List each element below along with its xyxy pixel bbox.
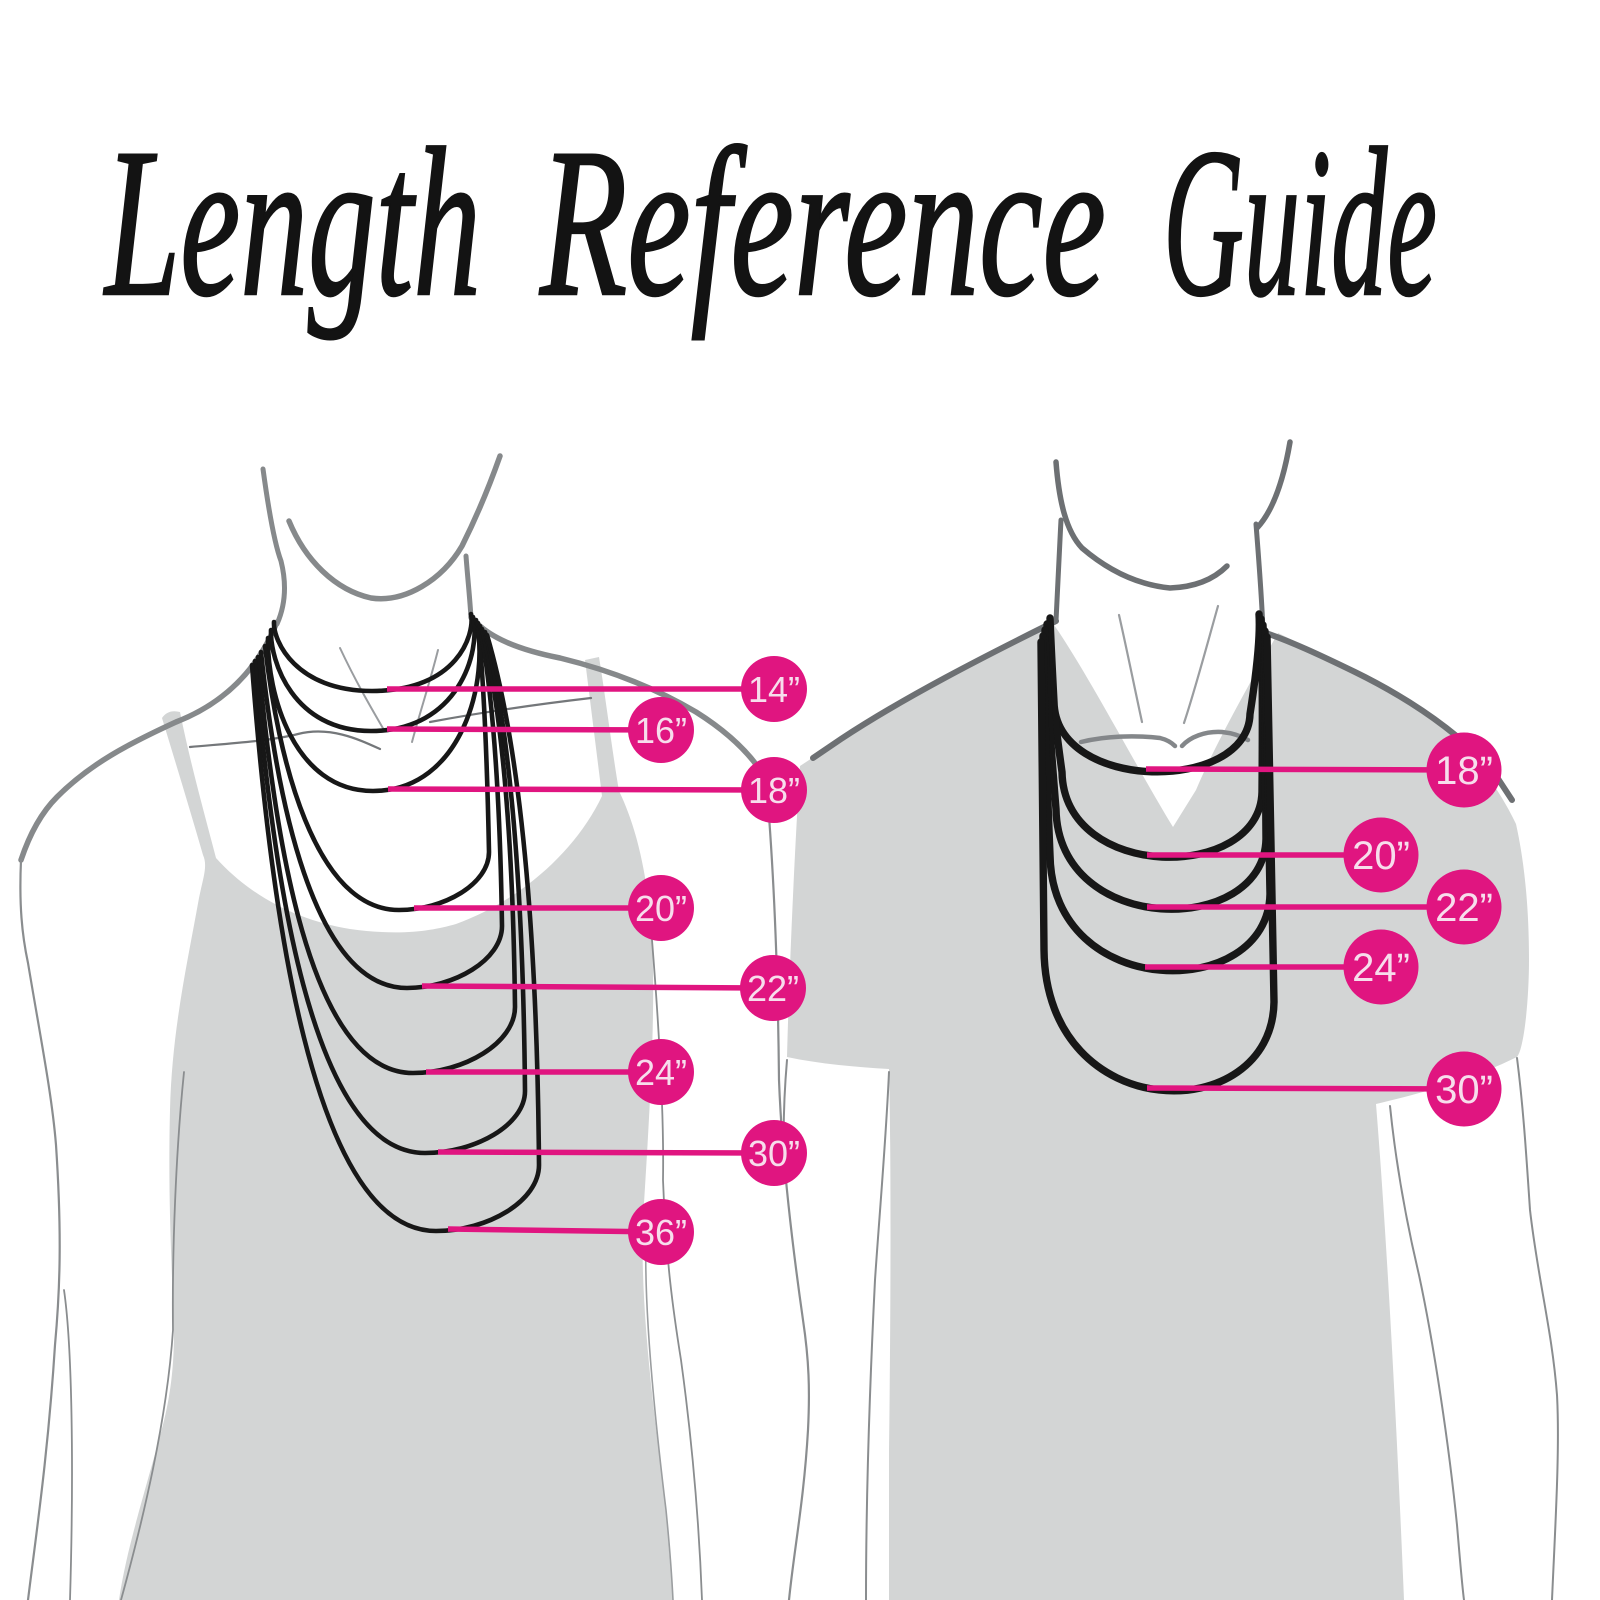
svg-text:30”: 30” bbox=[1435, 1068, 1493, 1112]
svg-text:22”: 22” bbox=[1435, 886, 1493, 930]
svg-text:14”: 14” bbox=[748, 669, 800, 710]
svg-text:Guide: Guide bbox=[1163, 105, 1437, 340]
svg-text:Length: Length bbox=[103, 105, 481, 340]
svg-text:24”: 24” bbox=[635, 1052, 687, 1093]
svg-text:18”: 18” bbox=[748, 770, 800, 811]
svg-text:20”: 20” bbox=[635, 888, 687, 929]
svg-text:22”: 22” bbox=[747, 968, 799, 1009]
svg-text:20”: 20” bbox=[1352, 834, 1410, 878]
svg-text:30”: 30” bbox=[748, 1133, 800, 1174]
svg-text:36”: 36” bbox=[635, 1212, 687, 1253]
svg-text:24”: 24” bbox=[1352, 946, 1410, 990]
svg-text:18”: 18” bbox=[1435, 749, 1493, 793]
svg-text:16”: 16” bbox=[635, 710, 687, 751]
svg-text:Reference: Reference bbox=[539, 105, 1106, 340]
